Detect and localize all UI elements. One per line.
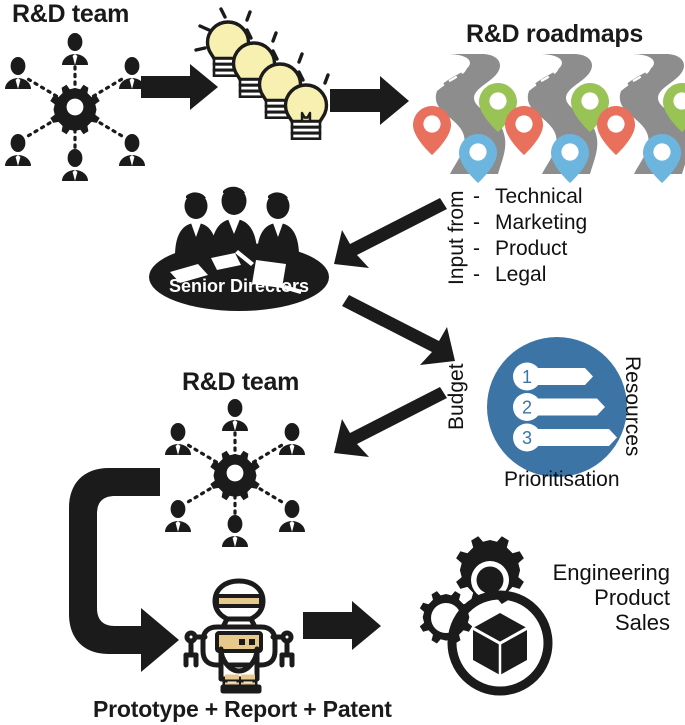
- gear-icon: [210, 450, 260, 501]
- person-icon: [5, 33, 145, 181]
- input-from-block: Input from - Technical - Marketing - Pro…: [445, 185, 587, 287]
- gear-icon: [50, 84, 100, 135]
- senior-directors-label: Senior Directors: [169, 276, 309, 296]
- list-bullet: -: [473, 237, 480, 260]
- map-pin-icon-red: [413, 106, 635, 155]
- road-icon-group: [406, 50, 685, 183]
- person-icon: [165, 399, 305, 547]
- list-item: - Legal: [473, 263, 587, 287]
- resources-label: Resources: [621, 356, 644, 457]
- list-bullet: -: [473, 211, 480, 234]
- map-pin-icon-blue: [459, 134, 681, 183]
- outcome-icons-group: [412, 530, 557, 696]
- list-item: - Product: [473, 237, 587, 261]
- rd-team-top-cluster: [0, 28, 150, 186]
- input-item-technical: Technical: [495, 185, 583, 208]
- rd-team-mid-title: R&D team: [182, 368, 300, 396]
- pen-icons: [235, 250, 302, 294]
- rd-team-mid-cluster: [160, 394, 310, 552]
- list-item: - Marketing: [473, 211, 587, 235]
- list-bullet: -: [473, 263, 480, 286]
- table-papers: [170, 253, 286, 288]
- prototype-label: Prototype + Report + Patent: [93, 696, 392, 722]
- priority-number-2: 2: [522, 398, 532, 418]
- list-item: - Technical: [473, 185, 587, 209]
- prioritisation-group: 1 2 3: [445, 335, 663, 493]
- budget-label: Budget: [445, 363, 468, 430]
- input-from-label: Input from: [445, 190, 468, 285]
- input-item-product: Product: [495, 237, 568, 260]
- cube-icon: [447, 590, 553, 696]
- arrow-icon-prototype-to-outcome: [303, 600, 383, 652]
- priority-number-3: 3: [522, 428, 532, 448]
- roadmaps-title: R&D roadmaps: [466, 20, 643, 48]
- prioritisation-label: Prioritisation: [504, 468, 620, 491]
- arrow-icon-ideas-to-roadmaps: [330, 73, 410, 129]
- outcome-line-sales: Sales: [614, 610, 670, 636]
- robot-icon: [183, 575, 295, 694]
- list-bullet: -: [473, 185, 480, 208]
- outcome-line-engineering: Engineering: [552, 560, 670, 585]
- meeting-table-icon: [149, 243, 329, 311]
- input-item-legal: Legal: [495, 263, 547, 286]
- arrow-icon-team-to-ideas: [141, 60, 219, 115]
- outcome-line-product: Product: [594, 585, 670, 611]
- priority-bars: 1 2 3: [513, 362, 617, 452]
- gear-icon-large: [456, 536, 524, 604]
- arrow-icon-input-to-directors: [333, 198, 448, 272]
- input-item-marketing: Marketing: [495, 211, 588, 234]
- arrow-icon-team-to-prototype: [63, 466, 183, 676]
- input-from-list: - Technical - Marketing - Product - Lega…: [473, 185, 587, 287]
- lightbulb-icon-group: [194, 7, 335, 152]
- priority-number-1: 1: [522, 367, 532, 387]
- outcome-text-block: Engineering Product Sales: [478, 560, 670, 635]
- senior-directors-group: Senior Directors: [148, 186, 330, 313]
- arrow-icon-priority-to-team: [333, 387, 448, 460]
- arrow-icon-directors-to-priority: [340, 295, 458, 372]
- rd-team-top-title: R&D team: [12, 0, 130, 28]
